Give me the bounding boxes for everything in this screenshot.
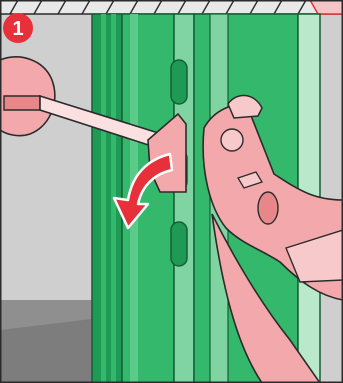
hatched-strip [0,0,343,14]
roller-bottom [171,222,187,266]
lever-slot [258,192,278,224]
step-number: 1 [12,18,23,40]
step-badge: 1 [3,13,33,43]
rail-stripe-1 [101,14,106,383]
screwdriver-grip [4,96,40,110]
lever-pivot [221,129,243,151]
roller-top [171,60,187,104]
